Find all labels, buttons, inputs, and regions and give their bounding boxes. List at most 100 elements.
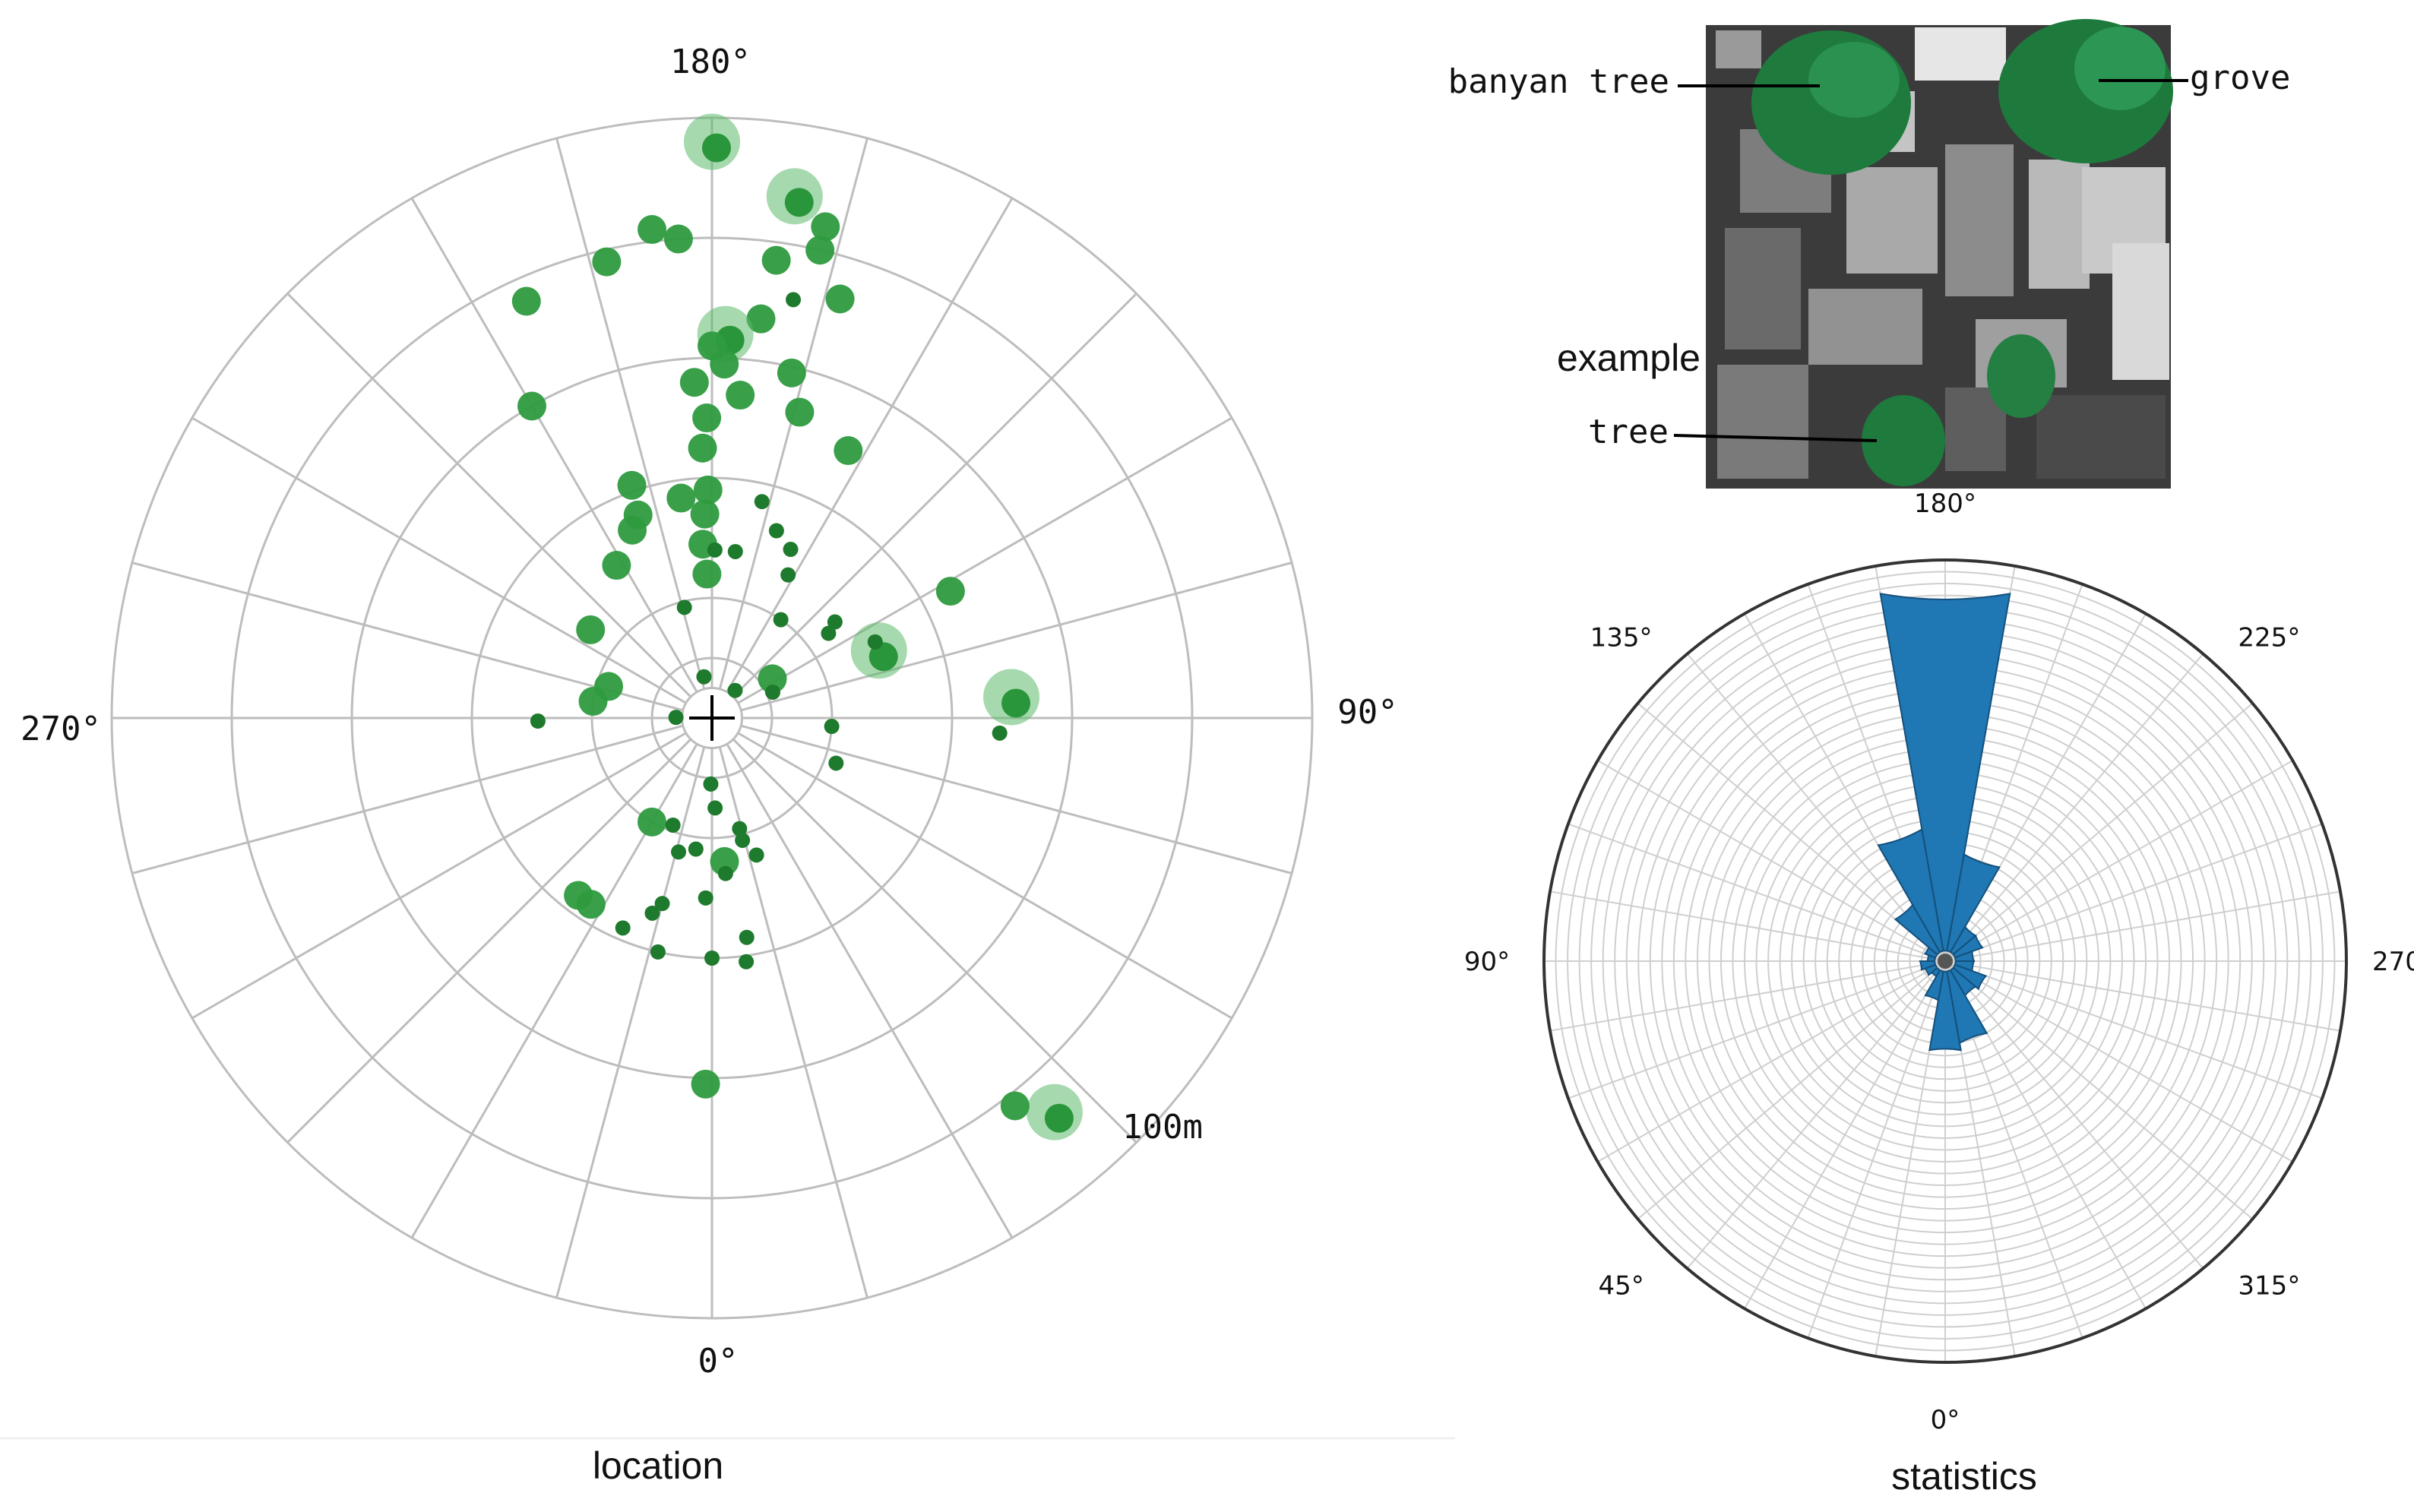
location-angle-label-90: 90° — [1337, 693, 1397, 732]
statistics-angle-label: 270° — [2372, 947, 2414, 977]
location-point-core — [702, 133, 731, 163]
statistics-spoke — [1807, 960, 1946, 1339]
statistics-bar — [1946, 852, 2001, 953]
location-point — [668, 710, 684, 726]
location-point — [727, 682, 743, 698]
location-point — [785, 397, 815, 427]
building-block — [1808, 289, 1922, 365]
location-point — [617, 470, 647, 500]
statistics-bar — [1924, 970, 1944, 1001]
location-point — [592, 247, 622, 277]
location-point — [618, 515, 647, 545]
example-label: example — [1557, 337, 1701, 379]
statistics-spoke — [1568, 823, 1946, 962]
location-point — [739, 954, 755, 970]
building-block — [1717, 365, 1808, 479]
statistics-spoke — [1944, 960, 2341, 1032]
statistics-spoke — [1597, 960, 1946, 1162]
location-point — [811, 212, 840, 242]
building-block — [2029, 160, 2090, 289]
location-point — [746, 304, 776, 334]
location-point — [780, 567, 796, 583]
location-point — [671, 844, 687, 860]
location-point-core — [1001, 688, 1031, 718]
location-point — [511, 286, 541, 316]
location-point — [710, 846, 739, 876]
tree-canopy — [1862, 395, 1945, 486]
location-point — [739, 929, 755, 945]
statistics-angle-label: 225° — [2238, 623, 2300, 653]
location-spoke — [410, 198, 698, 693]
statistics-spoke — [1944, 960, 2254, 1220]
statistics-outer-ring — [1542, 558, 2348, 1364]
location-spoke — [732, 293, 1137, 698]
location-point — [654, 896, 670, 912]
location-spoke — [131, 561, 684, 712]
location-caption: location — [593, 1444, 723, 1487]
location-point — [764, 685, 780, 701]
location-point-core — [784, 188, 814, 217]
grove-label: grove — [2190, 59, 2290, 97]
statistics-spoke — [1944, 960, 2323, 1099]
location-spoke — [737, 732, 1232, 1020]
location-point — [821, 625, 837, 641]
location-spoke — [286, 738, 692, 1143]
location-spoke — [555, 138, 706, 690]
location-spoke — [726, 198, 1014, 693]
statistics-bar — [1946, 970, 1988, 1045]
location-point — [773, 612, 789, 628]
location-point — [828, 755, 844, 771]
location-scale-label: 100m — [1122, 1108, 1203, 1147]
location-point — [688, 841, 704, 857]
banyan-tree-label: banyan tree — [1448, 62, 1669, 101]
building-block — [1716, 30, 1761, 68]
location-angle-label-180: 180° — [670, 43, 751, 81]
location-spoke — [740, 724, 1292, 875]
location-point — [638, 807, 666, 837]
statistics-bar — [1928, 970, 1962, 1052]
location-points — [511, 113, 1083, 1140]
location-spoke — [555, 746, 706, 1298]
statistics-spoke — [1686, 960, 1946, 1270]
location-spoke — [740, 561, 1292, 712]
location-point — [690, 499, 720, 529]
statistics-spoke — [1568, 960, 1946, 1099]
statistics-spoke — [1944, 653, 2204, 962]
building-block — [2036, 395, 2166, 479]
example-aerial-image — [1673, 19, 2188, 489]
location-spoke — [732, 738, 1137, 1143]
location-spoke — [131, 724, 684, 875]
tree-pointer-line — [1673, 434, 1878, 442]
statistics-angle-label: 135° — [1590, 623, 1653, 653]
location-point — [935, 577, 965, 606]
location-point — [783, 542, 799, 558]
statistics-spoke — [1944, 702, 2254, 962]
statistics-spoke — [1944, 823, 2323, 962]
statistics-spoke — [1744, 960, 1946, 1309]
statistics-spoke — [1637, 960, 1946, 1220]
grove-canopy — [2074, 27, 2166, 110]
location-point — [576, 615, 606, 644]
location-center-cross — [689, 695, 735, 741]
location-point — [777, 358, 806, 387]
statistics-spoke — [1549, 960, 1946, 1032]
banyan-tree-canopy — [1808, 42, 1900, 118]
statistics-spoke — [1637, 702, 1946, 962]
location-point — [530, 713, 546, 729]
location-point — [693, 475, 723, 505]
location-point — [732, 821, 748, 837]
location-point — [761, 245, 791, 275]
location-spoke — [191, 732, 687, 1020]
building-block — [2112, 243, 2169, 380]
location-point — [768, 523, 784, 539]
location-point — [638, 215, 667, 245]
building-block — [1945, 144, 2014, 296]
location-point — [650, 944, 666, 960]
statistics-caption: statistics — [1891, 1455, 2037, 1498]
tree-canopy — [1987, 334, 2055, 418]
statistics-spoke — [1597, 760, 1946, 962]
building-block — [1725, 228, 1801, 350]
location-point — [758, 664, 787, 694]
location-point — [827, 614, 843, 630]
